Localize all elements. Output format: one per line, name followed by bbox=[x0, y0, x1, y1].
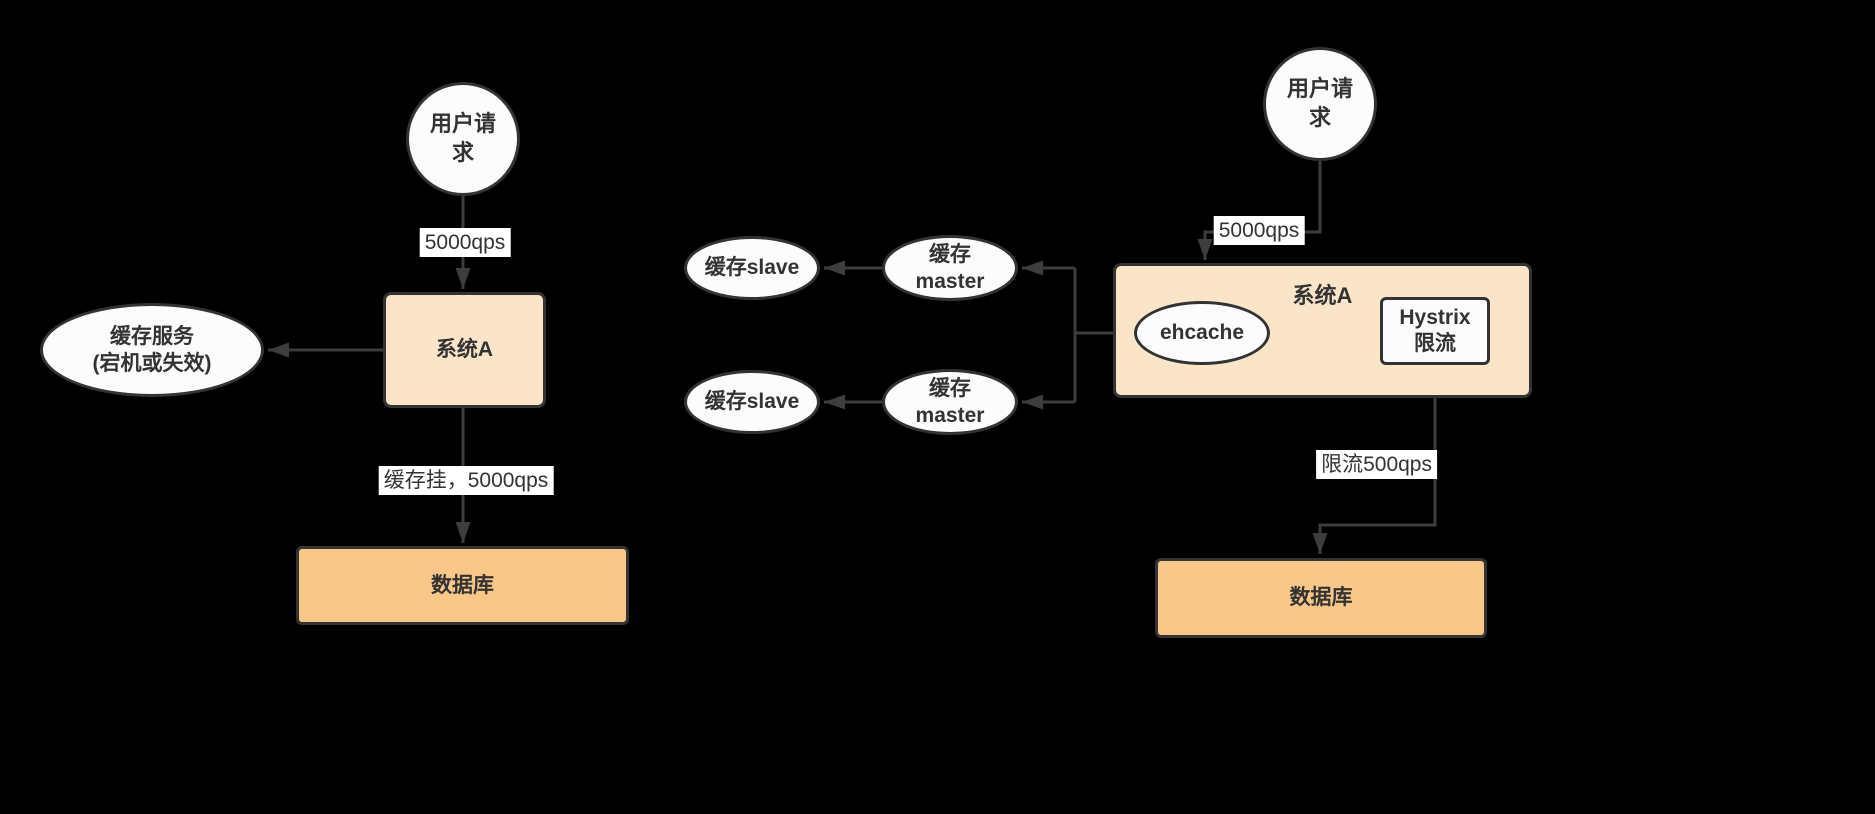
hystrix-node: Hystrix 限流 bbox=[1380, 297, 1490, 365]
cache-master-bottom-label-line1: 缓存 bbox=[929, 376, 971, 400]
cache-master-bottom-label-line2: master bbox=[915, 404, 985, 427]
right-user-request-label-line2: 求 bbox=[1308, 105, 1331, 130]
cache-slave-top-node: 缓存slave bbox=[684, 236, 820, 300]
cache-slave-top-label: 缓存slave bbox=[704, 256, 800, 280]
left-cache-service-node: 缓存服务 (宕机或失效) bbox=[40, 303, 264, 397]
left-cache-service-label-line1: 缓存服务 bbox=[110, 324, 194, 348]
left-database-node: 数据库 bbox=[296, 546, 629, 625]
left-user-request-node: 用户请 求 bbox=[406, 82, 520, 196]
left-cache-service-label-line2: (宕机或失效) bbox=[92, 352, 212, 375]
right-database-node: 数据库 bbox=[1155, 558, 1487, 638]
cache-slave-bottom-label: 缓存slave bbox=[704, 390, 800, 414]
right-database-label: 数据库 bbox=[1289, 586, 1353, 610]
hystrix-label-line1: Hystrix bbox=[1399, 305, 1471, 329]
right-system-a-label: 系统A bbox=[1292, 283, 1353, 308]
left-database-label: 数据库 bbox=[431, 573, 494, 597]
left-user-request-label-line2: 求 bbox=[451, 140, 474, 165]
cache-slave-bottom-node: 缓存slave bbox=[684, 370, 820, 434]
left-user-request-label-line1: 用户请 bbox=[429, 111, 496, 137]
ehcache-node: ehcache bbox=[1134, 301, 1270, 365]
left-system-a-label: 系统A bbox=[435, 338, 494, 362]
right-qps-edge-label: 5000qps bbox=[1213, 216, 1305, 246]
ehcache-label: ehcache bbox=[1159, 321, 1245, 345]
edge-system-branch bbox=[1073, 268, 1113, 402]
right-user-request-node: 用户请 求 bbox=[1263, 47, 1377, 161]
right-user-request-label-line1: 用户请 bbox=[1286, 76, 1353, 102]
hystrix-label-line2: 限流 bbox=[1414, 332, 1456, 355]
cache-master-top-label-line2: master bbox=[915, 270, 985, 293]
right-limit-edge-label: 限流500qps bbox=[1316, 450, 1437, 480]
left-system-a-node: 系统A bbox=[383, 292, 546, 408]
cache-master-top-label-line1: 缓存 bbox=[929, 242, 971, 266]
edge-hystrix-to-database bbox=[1312, 365, 1437, 554]
cache-master-top-node: 缓存 master bbox=[882, 235, 1018, 301]
left-qps-edge-label: 5000qps bbox=[419, 228, 511, 258]
cache-master-bottom-node: 缓存 master bbox=[882, 369, 1018, 435]
left-cache-down-edge-label: 缓存挂，5000qps bbox=[378, 466, 554, 496]
